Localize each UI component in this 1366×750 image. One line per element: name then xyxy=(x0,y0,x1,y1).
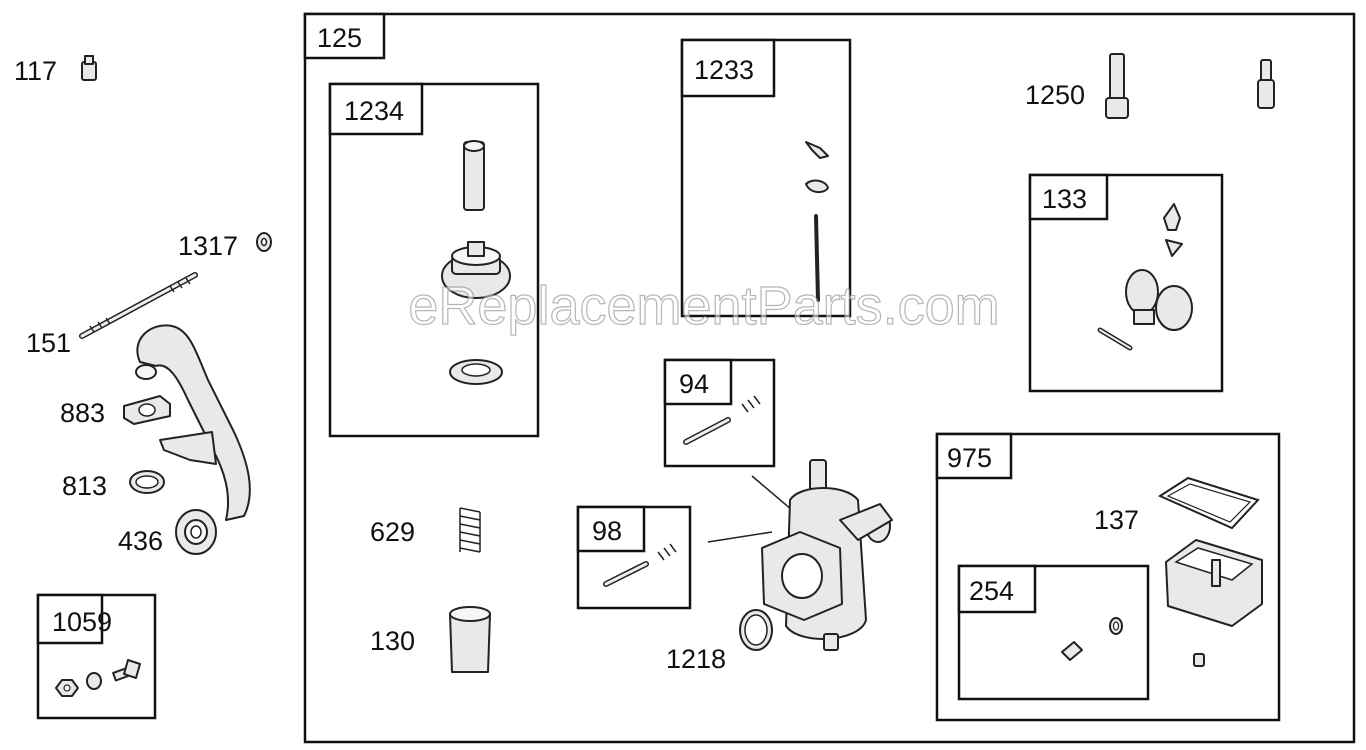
kit-label-1233: 1233 xyxy=(694,55,754,85)
leader-line-94 xyxy=(751,475,793,511)
kit-254[interactable]: 254 xyxy=(957,564,1150,701)
kit-98-tag xyxy=(576,505,646,553)
float-pin-icon xyxy=(1097,327,1133,351)
clip-icon xyxy=(805,141,829,194)
bowl-gasket-icon xyxy=(1157,476,1260,530)
part-151[interactable]: 151 xyxy=(26,272,198,358)
kit-1233-tag xyxy=(680,38,776,98)
idle-screw-icon xyxy=(683,395,761,445)
part-1317[interactable]: 1317 xyxy=(178,231,272,261)
part-1250[interactable]: 1250 xyxy=(1025,53,1275,119)
part-1218[interactable]: 1218 xyxy=(666,609,773,674)
kit-label-94: 94 xyxy=(679,369,709,399)
washer-icon xyxy=(256,232,272,252)
part-label-1218: 1218 xyxy=(666,644,726,674)
intake-elbow xyxy=(135,324,251,521)
kit-254-tag xyxy=(957,564,1037,614)
kit-label-1234: 1234 xyxy=(344,96,404,126)
part-label-1250: 1250 xyxy=(1025,80,1085,110)
kit-125-tag xyxy=(303,12,386,60)
jet-needle-icon xyxy=(814,214,820,302)
float-bowl-icon xyxy=(1165,539,1263,627)
nut-icon xyxy=(81,55,97,81)
kit-133[interactable]: 133 xyxy=(1028,173,1224,393)
float-needle-icon xyxy=(1163,203,1183,257)
part-label-117: 117 xyxy=(14,56,57,86)
part-883[interactable]: 883 xyxy=(60,395,171,428)
kit-1059-tag xyxy=(36,593,104,645)
adapter-icon xyxy=(175,509,217,555)
part-130[interactable]: 130 xyxy=(370,606,491,673)
watermark-text: eReplacementParts.com xyxy=(408,276,999,336)
kit-1233[interactable]: 1233 xyxy=(680,38,852,318)
seal-ring-icon xyxy=(1109,617,1123,635)
kit-label-254: 254 xyxy=(969,576,1014,606)
spring-icon xyxy=(459,507,481,553)
kit-125-frame xyxy=(303,12,1356,744)
part-117[interactable]: 117 xyxy=(14,55,97,86)
leader-line-98 xyxy=(707,531,773,543)
clamp-icon xyxy=(129,470,165,494)
part-label-1317: 1317 xyxy=(178,231,238,261)
part-label-629: 629 xyxy=(370,517,415,547)
kit-1059[interactable]: 1059 xyxy=(36,593,157,720)
part-813[interactable]: 813 xyxy=(62,470,165,501)
main-jet-icon xyxy=(1061,641,1083,661)
carburetor-icon xyxy=(761,459,893,651)
o-ring-icon xyxy=(739,609,773,651)
screw-icon xyxy=(1105,53,1129,119)
part-label-151: 151 xyxy=(26,328,71,358)
kit-label-125: 125 xyxy=(317,23,362,53)
part-label-813: 813 xyxy=(62,471,107,501)
bolt-washer-nut-icon xyxy=(55,659,141,697)
kit-label-975: 975 xyxy=(947,443,992,473)
ring-washer-icon xyxy=(449,359,503,385)
kit-94[interactable]: 94 xyxy=(663,358,776,468)
part-label-130: 130 xyxy=(370,626,415,656)
part-label-137: 137 xyxy=(1094,505,1139,535)
part-label-436: 436 xyxy=(118,526,163,556)
drain-screw-icon xyxy=(1193,653,1205,667)
kit-label-98: 98 xyxy=(592,516,622,546)
pilot-screw-icon xyxy=(1257,59,1275,109)
throttle-screw-icon xyxy=(603,543,677,587)
throttle-slide-icon xyxy=(449,606,491,673)
part-137[interactable]: 137 xyxy=(1094,476,1263,667)
float-icon xyxy=(1125,269,1193,331)
kit-133-frame xyxy=(1028,173,1224,393)
kit-125[interactable]: 125 xyxy=(303,12,1356,744)
kit-1234-frame xyxy=(328,82,540,438)
kit-label-133: 133 xyxy=(1042,184,1087,214)
kit-133-tag xyxy=(1028,173,1109,221)
kit-975[interactable]: 975 137 254 xyxy=(935,432,1281,722)
part-436[interactable]: 436 xyxy=(118,509,217,556)
part-629[interactable]: 629 xyxy=(370,507,481,553)
kit-94-tag xyxy=(663,358,733,406)
part-label-883: 883 xyxy=(60,398,105,428)
kit-1234[interactable]: 1234 xyxy=(328,82,540,438)
kit-1234-tag xyxy=(328,82,424,136)
cap-nut-icon xyxy=(441,241,511,299)
kit-98[interactable]: 98 xyxy=(576,505,692,610)
stud-icon xyxy=(79,272,198,339)
kit-975-tag xyxy=(935,432,1013,480)
kit-254-frame xyxy=(957,564,1150,701)
kit-label-1059: 1059 xyxy=(52,607,112,637)
kit-975-frame xyxy=(935,432,1281,722)
gasket-icon xyxy=(123,395,171,425)
needle-jet-icon xyxy=(463,140,485,211)
